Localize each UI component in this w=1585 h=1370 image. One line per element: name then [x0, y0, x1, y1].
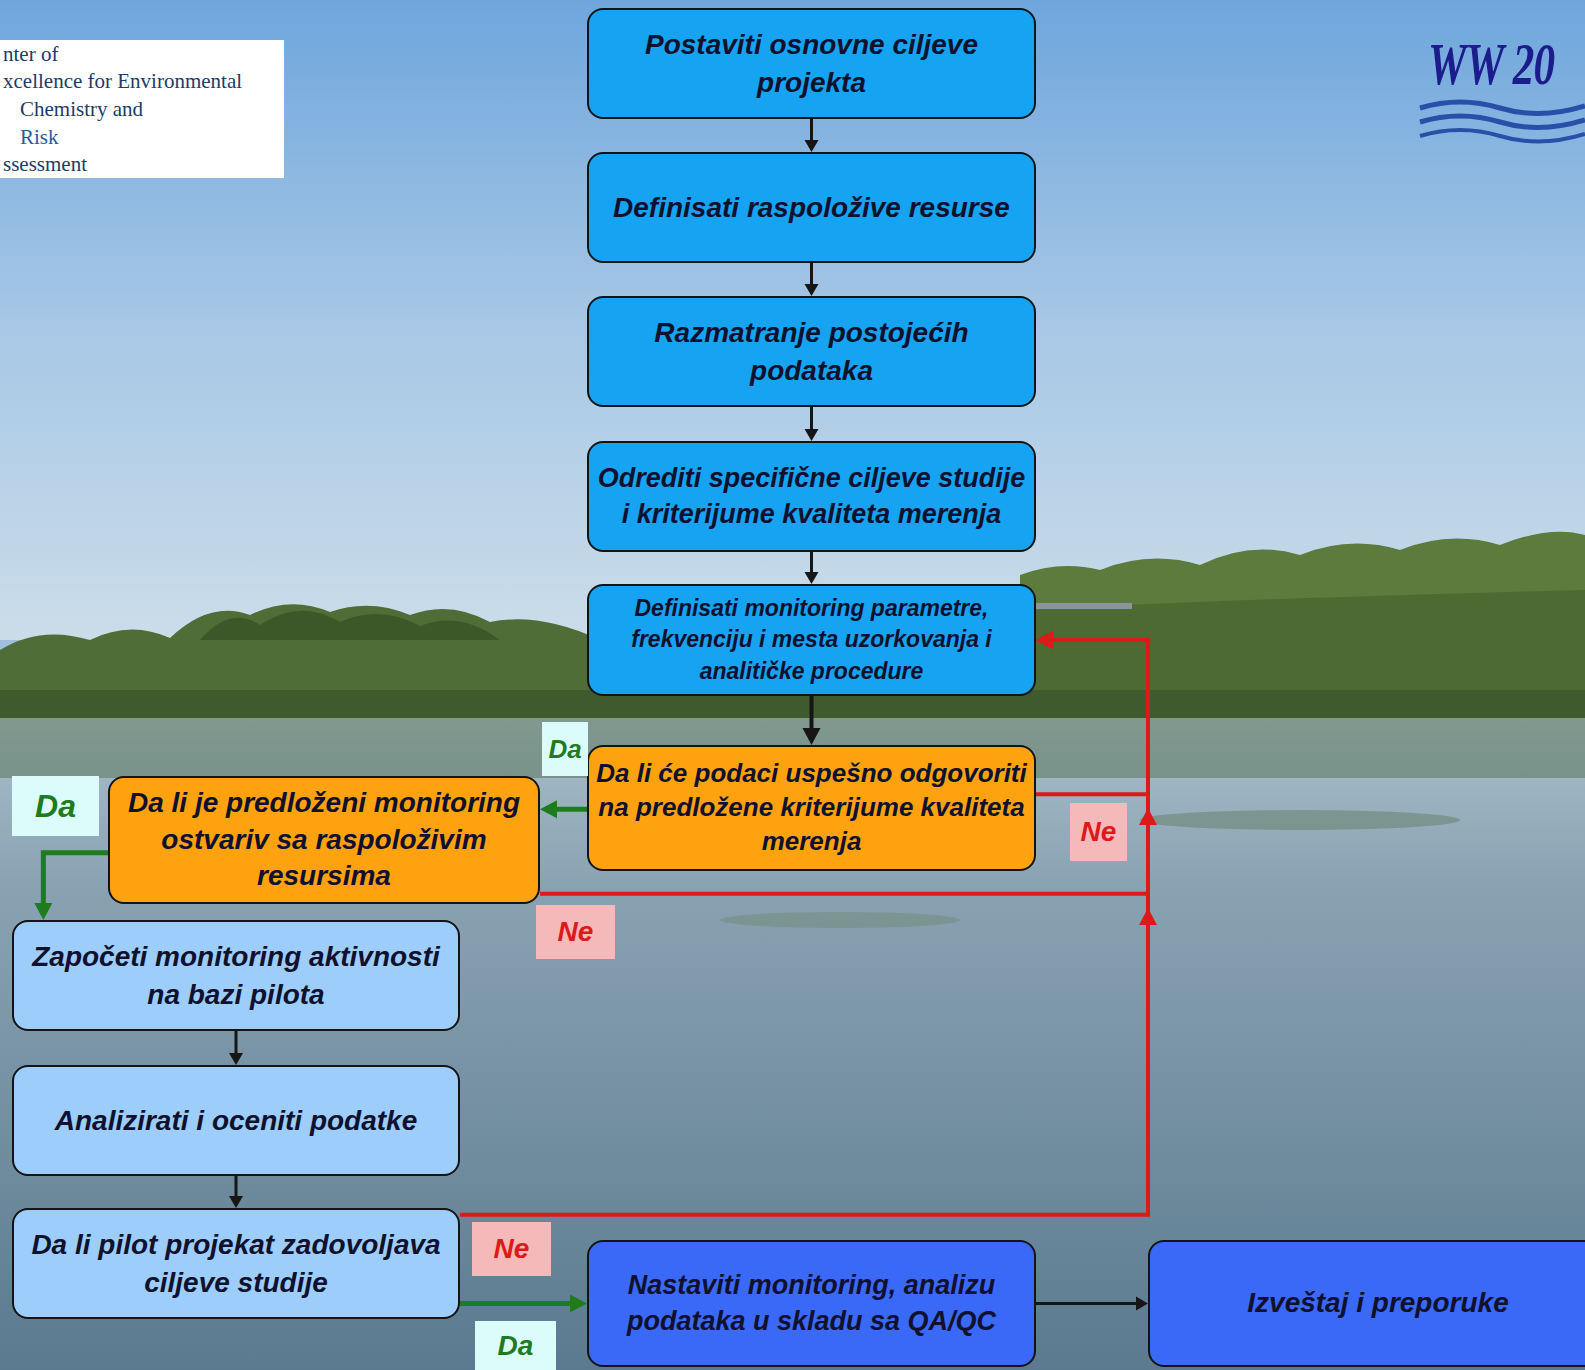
node-text: Započeti monitoring aktivnosti na bazi p… — [20, 938, 452, 1014]
flow-connector — [810, 119, 813, 144]
trees — [200, 611, 500, 640]
logo-text: Risk — [20, 125, 59, 150]
node-text: Odrediti specifične ciljeve studije i kr… — [595, 461, 1028, 531]
edge-label: Da — [12, 776, 99, 836]
logo-wave — [1420, 116, 1585, 128]
arrowhead — [1136, 1297, 1148, 1311]
arrowhead — [805, 140, 819, 152]
arrowhead — [229, 1196, 243, 1208]
node-text: Postaviti osnovne ciljeve projekta — [595, 26, 1028, 102]
bridge — [1032, 603, 1132, 609]
reflection-streak — [1140, 810, 1460, 830]
arrowhead — [1036, 631, 1053, 649]
logo-panel — [0, 40, 284, 178]
process-box: Analizirati i oceniti podatke — [12, 1065, 460, 1176]
arrowhead — [229, 1053, 243, 1065]
flow-connector — [552, 807, 587, 812]
process-box: Postaviti osnovne ciljeve projekta — [587, 8, 1036, 119]
flow-connector — [235, 1031, 238, 1057]
node-text: Razmatranje postojećih podataka — [595, 314, 1028, 390]
arrowhead — [570, 1294, 587, 1312]
logo-text: Chemistry and — [20, 97, 143, 122]
edge-label: Ne — [1070, 803, 1127, 861]
edge-label: Ne — [472, 1222, 551, 1276]
flow-connector — [810, 407, 813, 433]
node-text: Nastaviti monitoring, analizu podataka u… — [595, 1268, 1028, 1338]
process-box: Razmatranje postojećih podataka — [587, 296, 1036, 407]
process-box: Definisati monitoring parametre, frekven… — [587, 584, 1036, 696]
logo-text: ssessment — [3, 152, 87, 177]
water-plants — [720, 912, 960, 928]
flow-connector — [460, 1301, 575, 1306]
edge-label: Da — [542, 722, 588, 776]
arrowhead — [803, 728, 821, 745]
process-box: Odrediti specifične ciljeve studije i kr… — [587, 441, 1036, 552]
logo-wave — [1420, 130, 1585, 142]
node-text: Definisati monitoring parametre, frekven… — [595, 593, 1028, 686]
node-text: Analizirati i oceniti podatke — [55, 1102, 418, 1140]
arrowhead — [1036, 631, 1053, 649]
decision-box: Da li će podaci uspešno odgovoriti na pr… — [587, 745, 1036, 871]
flow-connector — [1036, 1302, 1140, 1305]
node-text: Da li će podaci uspešno odgovoriti na pr… — [595, 757, 1028, 858]
decision-box: Da li je predloženi monitoring ostvariv … — [108, 776, 540, 904]
arrowhead — [805, 429, 819, 441]
node-text: Definisati raspoložive resurse — [613, 189, 1010, 227]
logo-mark: WW 20 — [1428, 28, 1554, 100]
flow-connector — [810, 263, 813, 288]
process-box: Izveštaj i preporuke — [1148, 1240, 1585, 1367]
arrowhead — [540, 800, 557, 818]
logo-text: nter of — [3, 42, 58, 67]
arrowhead — [1139, 908, 1157, 925]
flow-connector — [460, 640, 1148, 1215]
node-text: Da li je predloženi monitoring ostvariv … — [116, 785, 532, 894]
node-text: Izveštaj i preporuke — [1247, 1285, 1508, 1321]
process-box: Nastaviti monitoring, analizu podataka u… — [587, 1240, 1036, 1367]
process-box: Započeti monitoring aktivnosti na bazi p… — [12, 920, 460, 1031]
arrowhead — [805, 572, 819, 584]
process-box: Definisati raspoložive resurse — [587, 152, 1036, 263]
arrowhead — [805, 284, 819, 296]
arrowhead — [34, 903, 52, 920]
logo-text: xcellence for Environmental — [3, 69, 242, 94]
decision-box: Da li pilot projekat zadovoljava ciljeve… — [12, 1208, 460, 1319]
node-text: Da li pilot projekat zadovoljava ciljeve… — [20, 1226, 452, 1302]
edge-label: Da — [475, 1321, 556, 1370]
flow-connector — [43, 853, 108, 908]
edge-label: Ne — [536, 905, 615, 959]
flow-connector — [1036, 640, 1148, 794]
logo-wave — [1420, 102, 1585, 114]
flow-connector — [810, 696, 814, 733]
arrowhead — [1036, 631, 1053, 649]
